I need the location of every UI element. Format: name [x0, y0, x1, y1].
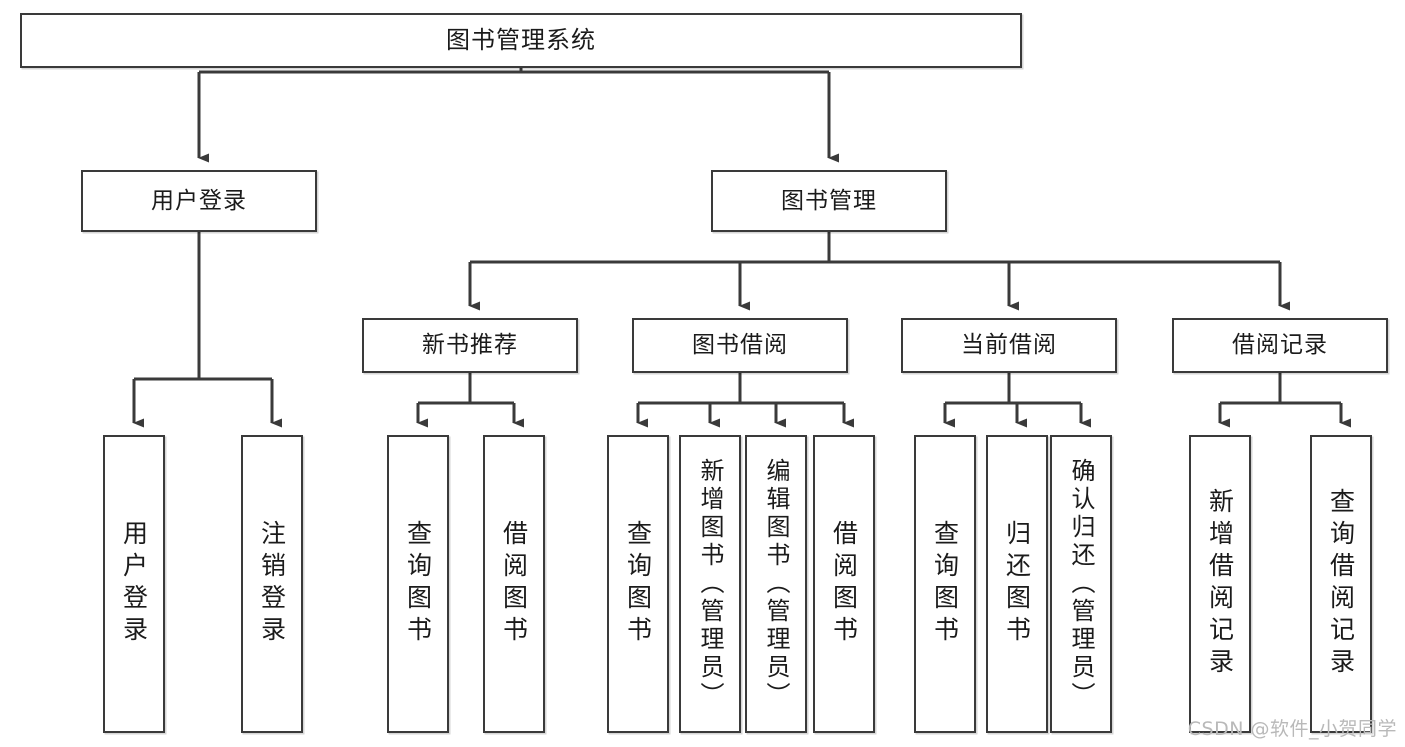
node-leaf-query-record[interactable]: 查询借阅记录	[1310, 435, 1372, 733]
node-label: 查询图书	[623, 520, 653, 648]
node-label: 注销登录	[257, 520, 287, 648]
node-current-borrow[interactable]: 当前借阅	[901, 318, 1117, 373]
node-label: 新书推荐	[422, 332, 518, 359]
watermark-text: CSDN @软件_小贺同学	[1187, 718, 1397, 740]
node-borrow-record[interactable]: 借阅记录	[1172, 318, 1388, 373]
node-label: 新增借阅记录	[1205, 488, 1235, 680]
node-label: 查询图书	[930, 520, 960, 648]
node-label: 用户登录	[119, 520, 149, 648]
node-book-manage[interactable]: 图书管理	[711, 170, 947, 232]
node-leaf-return-book[interactable]: 归还图书	[986, 435, 1048, 733]
node-label: 查询图书	[403, 520, 433, 648]
node-label: 归还图书	[1002, 520, 1032, 648]
node-leaf-borrow-book-2[interactable]: 借阅图书	[813, 435, 875, 733]
node-leaf-query-book-2[interactable]: 查询图书	[607, 435, 669, 733]
node-label: 查询借阅记录	[1326, 488, 1356, 680]
node-leaf-add-book[interactable]: 新增图书（管理员）	[679, 435, 741, 733]
node-leaf-user-login[interactable]: 用户登录	[103, 435, 165, 733]
node-leaf-logout[interactable]: 注销登录	[241, 435, 303, 733]
node-label: 借阅图书	[499, 520, 529, 648]
node-label: 确认归还（管理员）	[1067, 458, 1095, 710]
node-label: 编辑图书（管理员）	[762, 458, 790, 710]
node-label: 图书管理	[781, 187, 877, 214]
node-leaf-confirm-return[interactable]: 确认归还（管理员）	[1050, 435, 1112, 733]
node-label: 当前借阅	[961, 332, 1057, 359]
node-label: 用户登录	[151, 187, 247, 214]
node-book-borrow[interactable]: 图书借阅	[632, 318, 848, 373]
node-leaf-query-book-1[interactable]: 查询图书	[387, 435, 449, 733]
node-leaf-add-record[interactable]: 新增借阅记录	[1189, 435, 1251, 733]
node-root[interactable]: 图书管理系统	[20, 13, 1022, 68]
node-label: 图书管理系统	[446, 25, 596, 54]
node-label: 借阅记录	[1232, 332, 1328, 359]
node-new-book-rec[interactable]: 新书推荐	[362, 318, 578, 373]
node-label: 图书借阅	[692, 332, 788, 359]
node-leaf-borrow-book-1[interactable]: 借阅图书	[483, 435, 545, 733]
node-leaf-query-book-3[interactable]: 查询图书	[914, 435, 976, 733]
node-leaf-edit-book[interactable]: 编辑图书（管理员）	[745, 435, 807, 733]
node-label: 新增图书（管理员）	[696, 458, 724, 710]
node-user-login[interactable]: 用户登录	[81, 170, 317, 232]
node-label: 借阅图书	[829, 520, 859, 648]
